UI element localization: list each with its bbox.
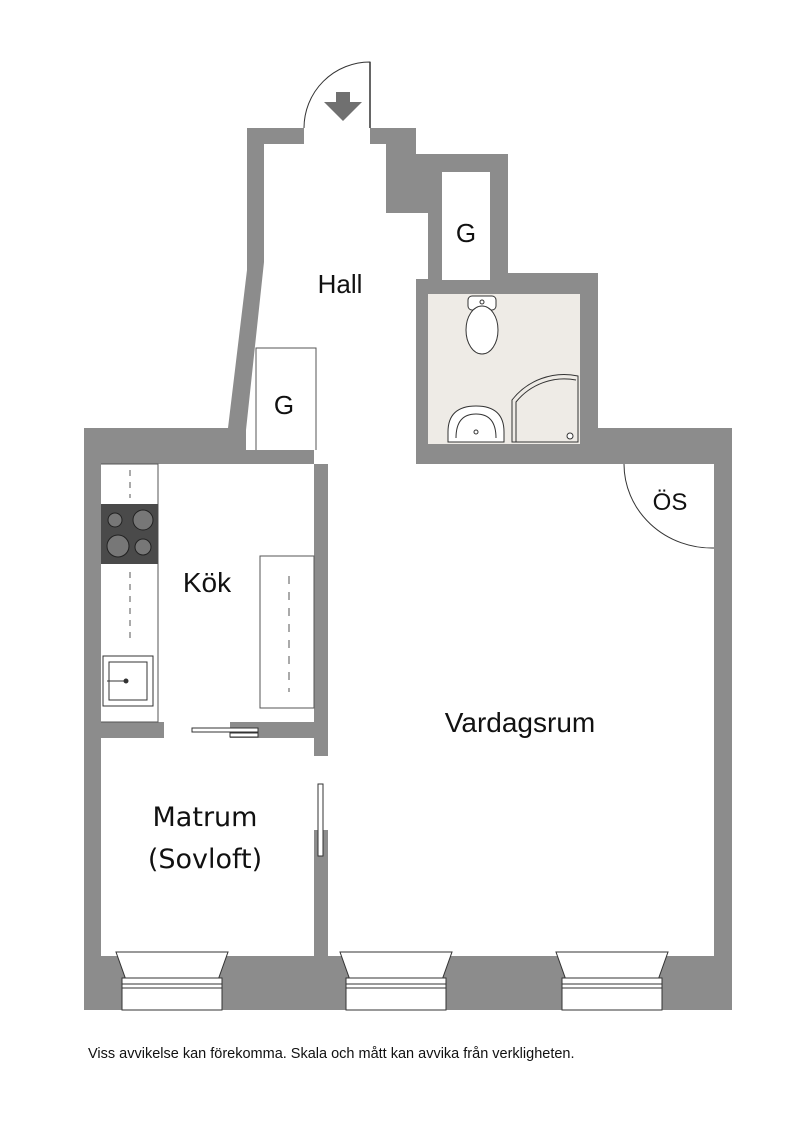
label-garderob-top: G <box>456 218 476 248</box>
stove-icon <box>101 504 158 564</box>
kitchen-fixtures <box>101 463 315 738</box>
label-hall: Hall <box>318 269 363 299</box>
windows <box>121 977 663 1011</box>
window-niches <box>115 951 669 981</box>
label-matrum: Matrum <box>153 802 258 833</box>
window-1 <box>121 977 223 1011</box>
door-swing-arc <box>303 61 371 129</box>
entrance-door <box>303 61 371 129</box>
window-niche-1 <box>115 951 229 981</box>
label-oppen-spis: ÖS <box>653 489 688 516</box>
entrance-arrow-icon <box>324 92 362 121</box>
dining-door <box>317 783 324 857</box>
hall-floor <box>246 128 428 464</box>
garderob-top-floor <box>442 172 490 280</box>
label-vardagsrum: Vardagsrum <box>445 707 595 738</box>
disclaimer-text: Viss avvikelse kan förekomma. Skala och … <box>88 1046 575 1062</box>
shower-icon <box>511 374 579 443</box>
bathroom-fixtures <box>447 295 579 443</box>
matrum-floor <box>101 738 314 956</box>
window-2 <box>345 977 447 1011</box>
label-sovloft: (Sovloft) <box>148 844 262 875</box>
walls <box>84 128 732 1011</box>
window-3 <box>561 977 663 1011</box>
sink-icon <box>447 405 505 443</box>
label-kok: Kök <box>183 567 232 598</box>
window-niche-2 <box>339 951 453 981</box>
sliding-door <box>191 727 259 733</box>
window-niche-3 <box>555 951 669 981</box>
kitchen-sink-icon <box>102 655 154 707</box>
room-labels: Hall G G Kök Vardagsrum Matrum (Sovloft)… <box>148 218 688 875</box>
hall-closet <box>255 347 317 450</box>
kitchen-island <box>259 555 315 709</box>
vardagsrum-floor <box>328 464 714 956</box>
toilet-icon <box>465 295 499 355</box>
kitchen-counter <box>101 463 159 723</box>
fireplace-arc <box>623 463 715 549</box>
label-garderob-hall: G <box>274 390 294 420</box>
